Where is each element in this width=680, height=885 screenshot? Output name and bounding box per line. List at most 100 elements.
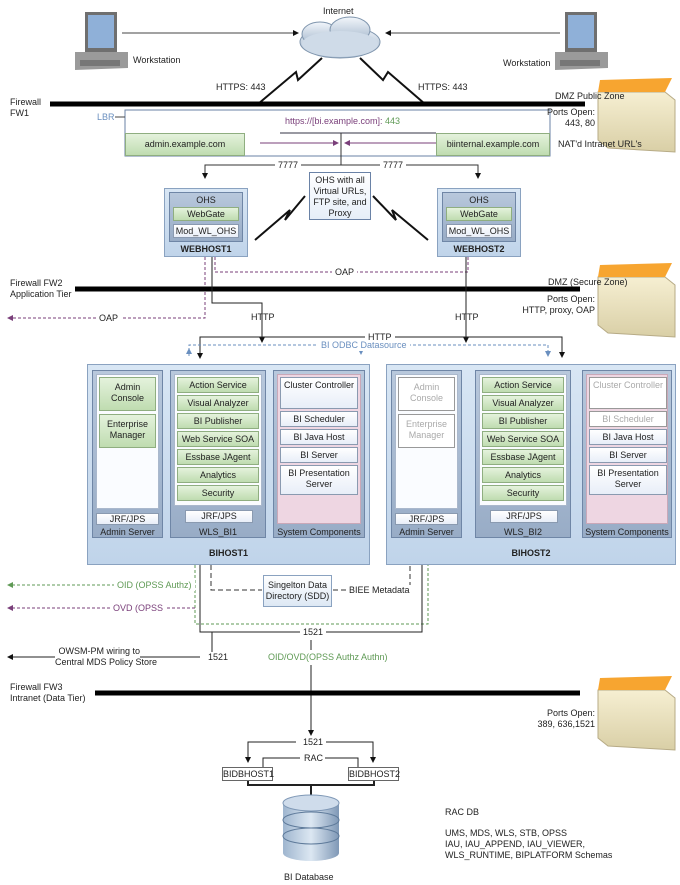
oid-ovd-label: OID/OVD(OPSS Authz Authn) (268, 652, 388, 662)
webhost2-name: WEBHOST2 (453, 244, 505, 254)
bihost2-name: BIHOST2 (511, 548, 551, 558)
lbr-label: LBR (97, 112, 115, 122)
component-bi-presentation-server[interactable]: BI Presentation Server (280, 465, 358, 495)
http-right-label: HTTP (455, 312, 479, 322)
https-right-label: HTTPS: 443 (418, 82, 468, 92)
webgate-box[interactable]: WebGate (173, 207, 239, 221)
firewall-fw1-icon (597, 78, 676, 153)
component-bi-scheduler[interactable]: BI Scheduler (589, 411, 667, 427)
fw1-zone: DMZ Public Zone (555, 91, 625, 101)
wls-service-security[interactable]: Security (482, 485, 564, 501)
internal-url-box[interactable]: biinternal.example.com (436, 133, 550, 156)
enterprise-manager-box: Enterprise Manager (398, 414, 455, 448)
jrf-jps-box: JRF/JPS (490, 510, 558, 523)
jrf-jps-box: JRF/JPS (96, 513, 159, 525)
nat-note: NAT'd Intranet URL's (558, 139, 642, 149)
admin-url-box[interactable]: admin.example.com (125, 133, 245, 156)
port-7777-left: 7777 (275, 160, 302, 171)
http-mid-label: HTTP (365, 332, 395, 343)
port-1521-left: 1521 (205, 652, 232, 663)
component-bi-scheduler[interactable]: BI Scheduler (280, 411, 358, 427)
wls-service-security[interactable]: Security (177, 485, 259, 501)
wls-service-bi-publisher[interactable]: BI Publisher (482, 413, 564, 429)
ovd-label: OVD (OPSS (110, 603, 167, 614)
wls-bi2-label: WLS_BI2 (503, 527, 543, 537)
oid-label: OID (OPSS Authz) (114, 580, 195, 591)
workstation-left-icon (75, 12, 128, 70)
component-bi-java-host[interactable]: BI Java Host (589, 429, 667, 445)
oap-top-label: OAP (332, 267, 358, 278)
admin-server-label: Admin Server (399, 527, 454, 537)
admin-console-box: Admin Console (398, 377, 455, 411)
rac-label: RAC (302, 753, 326, 764)
ohs-panel: OHS WebGate Mod_WL_OHS (169, 192, 243, 242)
https-left-label: HTTPS: 443 (216, 82, 266, 92)
wls-service-visual-analyzer[interactable]: Visual Analyzer (482, 395, 564, 411)
http-left-label: HTTP (251, 312, 275, 322)
fw3-ports: Ports Open:389, 636,1521 (537, 708, 595, 729)
db-port-label: 1521 (301, 737, 326, 748)
wls-service-bi-publisher[interactable]: BI Publisher (177, 413, 259, 429)
workstation-right-icon (555, 12, 608, 70)
mod-wl-ohs-box[interactable]: Mod_WL_OHS (173, 224, 239, 238)
bihost1-name: BIHOST1 (208, 548, 248, 558)
oap-left-label: OAP (96, 313, 122, 324)
jrf-jps-box: JRF/JPS (395, 513, 458, 525)
fw2-ports: Ports Open:HTTP, proxy, OAP (522, 294, 595, 315)
wls-service-visual-analyzer[interactable]: Visual Analyzer (177, 395, 259, 411)
webhost2: OHS WebGate Mod_WL_OHS WEBHOST2 (437, 188, 521, 257)
wls-service-action-service[interactable]: Action Service (177, 377, 259, 393)
odbc-label: BI ODBC Datasource (318, 340, 410, 351)
bihost1: Admin Console Enterprise Manager JRF/JPS… (87, 364, 370, 565)
workstation-right-label: Workstation (503, 58, 551, 68)
fw1-ports: Ports Open:443, 80 (546, 107, 595, 128)
bi-database-label: BI Database (284, 872, 334, 882)
system-components-label: System Components (585, 527, 669, 537)
mod-wl-ohs-box[interactable]: Mod_WL_OHS (446, 224, 512, 238)
wls-bi1-label: WLS_BI1 (198, 527, 238, 537)
wls-service-action-service[interactable]: Action Service (482, 377, 564, 393)
ohs-label: OHS (196, 195, 216, 205)
component-cluster-controller[interactable]: Cluster Controller (280, 377, 358, 409)
fw2-zone: DMZ (Secure Zone) (548, 277, 628, 287)
admin-console-box[interactable]: Admin Console (99, 377, 156, 411)
component-bi-presentation-server[interactable]: BI Presentation Server (589, 465, 667, 495)
bidbhost1-box[interactable]: BIDBHOST1 (222, 767, 275, 781)
admin-server: Admin Console Enterprise Manager JRF/JPS… (391, 370, 462, 538)
component-cluster-controller[interactable]: Cluster Controller (589, 377, 667, 409)
internet-cloud-icon (299, 16, 381, 59)
biee-metadata-label: BIEE Metadata (346, 585, 413, 596)
component-bi-server[interactable]: BI Server (589, 447, 667, 463)
component-bi-server[interactable]: BI Server (280, 447, 358, 463)
ohs-panel: OHS WebGate Mod_WL_OHS (442, 192, 516, 242)
admin-server: Admin Console Enterprise Manager JRF/JPS… (92, 370, 163, 538)
port-1521-mid: 1521 (300, 627, 327, 638)
wls-service-analytics[interactable]: Analytics (482, 467, 564, 483)
lbr-url[interactable]: https://[bi.example.com]: 443 (285, 116, 401, 126)
firewall-fw2-icon (597, 263, 676, 338)
wls-service-essbase-jagent[interactable]: Essbase JAgent (177, 449, 259, 465)
rac-db-label: RAC DB (445, 807, 480, 817)
bihost2: Admin Console Enterprise Manager JRF/JPS… (386, 364, 676, 565)
firewall-fw3-icon (597, 676, 676, 751)
wls-service-essbase-jagent[interactable]: Essbase JAgent (482, 449, 564, 465)
wls-service-analytics[interactable]: Analytics (177, 467, 259, 483)
jrf-jps-box: JRF/JPS (185, 510, 253, 523)
wls-service-web-service-soa[interactable]: Web Service SOA (482, 431, 564, 447)
enterprise-manager-box[interactable]: Enterprise Manager (99, 414, 156, 448)
webhost1-name: WEBHOST1 (180, 244, 232, 254)
bidbhost2-box[interactable]: BIDBHOST2 (348, 767, 401, 781)
admin-server-label: Admin Server (100, 527, 155, 537)
wls-service-web-service-soa[interactable]: Web Service SOA (177, 431, 259, 447)
webgate-box[interactable]: WebGate (446, 207, 512, 221)
component-bi-java-host[interactable]: BI Java Host (280, 429, 358, 445)
system-components-label: System Components (277, 527, 361, 537)
